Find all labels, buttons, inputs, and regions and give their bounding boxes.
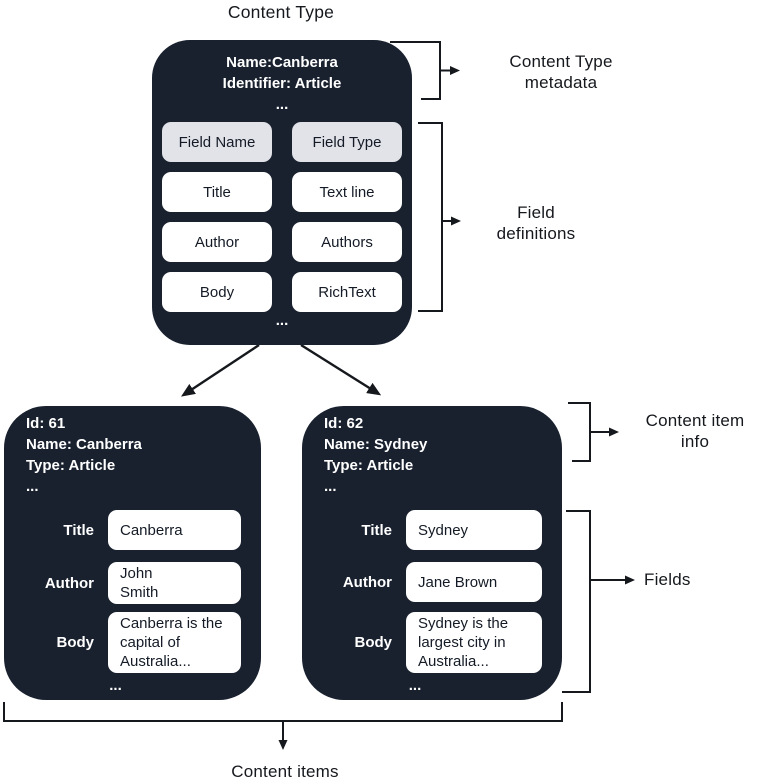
- page-title: Content Type: [227, 2, 335, 22]
- content-item-box-canberra: Id: 61 Name: Canberra Type: Article ... …: [4, 406, 261, 700]
- content-item-id: Id: 62: [324, 415, 364, 432]
- arrow-type-to-item-2: [300, 343, 382, 396]
- content-item-name: Name: Sydney: [324, 436, 428, 453]
- content-item-more-ellipsis: ...: [408, 677, 422, 694]
- content-item-type: Type: Article: [324, 457, 414, 474]
- content-type-identifier: Identifier: Article: [222, 75, 342, 92]
- field-row-body: Body Canberra is the capital of Australi…: [24, 612, 241, 673]
- label-fields: Fields: [644, 570, 691, 589]
- content-item-info-bracket: [568, 402, 619, 462]
- content-item-info-block: Id: 62 Name: Sydney Type: Article ...: [302, 406, 562, 497]
- field-value: Sydney is the largest city in Australia.…: [406, 612, 542, 673]
- field-label: Body: [354, 634, 393, 651]
- field-name-cell: Title: [162, 172, 272, 212]
- column-header-field-name: Field Name: [162, 122, 272, 162]
- content-type-meta-ellipsis: ...: [275, 96, 289, 113]
- label-field-definitions: Field definitions: [496, 203, 576, 243]
- arrow-type-to-item-1: [180, 343, 260, 397]
- fields-bracket: [562, 510, 635, 693]
- field-value: Canberra: [108, 510, 241, 550]
- content-item-name: Name: Canberra: [26, 436, 142, 453]
- field-definitions-bracket: [418, 122, 461, 312]
- content-item-info-block: Id: 61 Name: Canberra Type: Article ...: [4, 406, 261, 497]
- label-content-item-info: Content item info: [645, 411, 745, 451]
- field-row-title: Title Sydney: [322, 510, 542, 550]
- field-value: John Smith: [108, 562, 241, 604]
- content-item-box-sydney: Id: 62 Name: Sydney Type: Article ... Ti…: [302, 406, 562, 700]
- label-content-items: Content items: [231, 762, 339, 781]
- field-type-cell: Text line: [292, 172, 402, 212]
- column-header-field-type: Field Type: [292, 122, 402, 162]
- content-type-more-ellipsis: ...: [275, 312, 289, 329]
- content-type-name: Name:Canberra: [226, 54, 338, 71]
- field-label: Title: [361, 521, 392, 539]
- label-content-type-metadata: Content Type metadata: [509, 52, 613, 92]
- content-type-metadata-block: Name:Canberra Identifier: Article ...: [152, 40, 412, 115]
- field-label: Body: [56, 634, 95, 651]
- content-item-type: Type: Article: [26, 457, 116, 474]
- content-item-meta-ellipsis: ...: [26, 478, 39, 495]
- content-type-box: Name:Canberra Identifier: Article ... Fi…: [152, 40, 412, 345]
- content-items-bracket: [3, 702, 563, 750]
- content-item-more-ellipsis: ...: [109, 677, 122, 694]
- field-value: Sydney: [406, 510, 542, 550]
- field-name-cell: Body: [162, 272, 272, 312]
- field-type-cell: RichText: [292, 272, 402, 312]
- content-item-id: Id: 61: [26, 415, 66, 432]
- field-row-author: Author Jane Brown: [322, 562, 542, 602]
- field-name-cell: Author: [162, 222, 272, 262]
- content-item-meta-ellipsis: ...: [324, 478, 337, 495]
- field-row-author: Author John Smith: [24, 562, 241, 604]
- field-label: Author: [342, 573, 392, 591]
- field-value: Jane Brown: [406, 562, 542, 602]
- field-type-cell: Authors: [292, 222, 402, 262]
- field-value: Canberra is the capital of Australia...: [108, 612, 241, 673]
- field-label: Title: [63, 521, 94, 539]
- field-row-body: Body Sydney is the largest city in Austr…: [322, 612, 542, 673]
- field-row-title: Title Canberra: [24, 510, 241, 550]
- field-label: Author: [44, 574, 94, 592]
